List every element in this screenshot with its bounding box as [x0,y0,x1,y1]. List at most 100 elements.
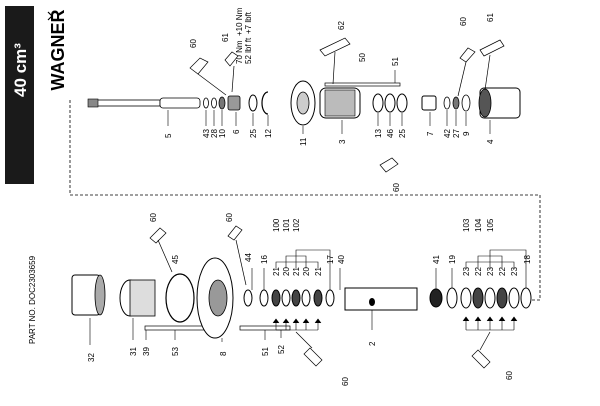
packing-stack-lower [446,287,532,309]
ring-9 [461,94,471,112]
callout-105: 105 [486,218,495,232]
assembly-connector-line [69,100,541,301]
circlip-12 [261,91,269,115]
callout-32: 32 [87,353,96,362]
piston-rod [87,97,201,109]
callout-39: 39 [142,347,151,356]
torque-imperial: 52 lbf ft [244,37,253,64]
callout-6: 6 [232,129,241,134]
callout-100: 100 [272,218,281,232]
ring-28 [211,97,217,109]
cylinder-3 [319,87,361,119]
callout-60-lower-right: 60 [505,371,514,380]
group-brackets [275,249,527,268]
torque-metric: 70 Nm [235,40,244,64]
housing-11 [290,80,316,126]
callout-61-top-left: 61 [221,33,230,42]
valve-housing-32 [71,274,106,316]
ring-44 [243,289,253,307]
callout-27: 27 [452,129,461,138]
bolt-51 [239,325,291,331]
packing-stack-upper [259,289,335,307]
callout-25b: 25 [398,129,407,138]
callout-46: 46 [386,129,395,138]
brush-icon [459,47,476,63]
brand-name: WAGNER [48,9,68,90]
callout-103: 103 [462,218,471,232]
seal-25 [248,94,258,112]
arrow-group-lower [272,316,518,331]
brush-icon [224,51,239,67]
ring-46 [384,93,396,113]
callout-40: 40 [337,255,346,264]
part-31 [119,279,156,317]
callout-19: 19 [448,255,457,264]
callout-52: 52 [277,345,286,354]
callout-28: 28 [210,129,219,138]
callout-60-lower-mid: 60 [225,213,234,222]
callout-60-lower-left: 60 [149,213,158,222]
cylinder-2 [344,287,418,311]
callout-21c: 21 [314,267,323,276]
callout-60-top-left: 60 [189,39,198,48]
callout-16: 16 [260,255,269,264]
nut-4 [478,87,521,119]
callout-17: 17 [326,255,335,264]
tube-icon [479,39,505,57]
callout-20b: 20 [302,267,311,276]
torque-note: 70 Nm +10 Nm 52 lbf ft +7 lbft [235,7,253,64]
callout-23a: 23 [462,267,471,276]
callout-102: 102 [292,218,301,232]
callout-21b: 21 [292,267,301,276]
callout-60-lower-bottom: 60 [341,377,350,386]
header-strip: 40 cm³ [5,6,34,184]
ring-45 [165,273,195,323]
callout-5: 5 [164,133,173,138]
ring-13 [372,93,384,113]
tube-icon [319,37,351,57]
callout-42: 42 [443,129,452,138]
callout-62: 62 [337,21,346,30]
callout-12: 12 [264,129,273,138]
callout-2: 2 [368,341,377,346]
wagner-logo: WAGNER [47,9,68,91]
callout-9: 9 [462,131,471,136]
callout-23c: 23 [510,267,519,276]
callout-50: 50 [358,53,367,62]
callout-45: 45 [171,255,180,264]
part-number: PART NO. DOC2303659 [28,255,37,344]
brush-icon [149,227,167,244]
callout-51-lower: 51 [261,347,270,356]
bolt-50 [324,82,401,87]
callout-22b: 22 [498,267,507,276]
callout-7: 7 [426,131,435,136]
callout-61-top-right: 61 [486,13,495,22]
upper-leaders [167,70,491,134]
callout-22a: 22 [474,267,483,276]
valve-6 [227,95,241,111]
brush-icon [379,157,399,173]
callout-44: 44 [244,253,253,262]
brush-icon [189,57,209,75]
callout-60-mid: 60 [392,183,401,192]
callout-53: 53 [171,347,180,356]
callout-8: 8 [219,351,228,356]
lower-assembly [71,257,532,339]
callout-21a: 21 [272,267,281,276]
part-7 [421,95,437,111]
ring-43 [203,97,209,109]
flange-8 [196,257,234,339]
callout-51: 51 [391,57,400,66]
ring-42 [443,96,451,110]
ring-27 [452,96,460,110]
volume-label: 40 cm³ [11,43,30,97]
callout-101: 101 [282,218,291,232]
callout-23b: 23 [486,267,495,276]
lower-leaders [89,268,527,345]
callout-10: 10 [218,129,227,138]
callout-60-top-right: 60 [459,17,468,26]
lower-callouts: 32 31 39 53 8 51 52 45 44 16 17 40 2 41 … [87,213,532,386]
callout-41: 41 [432,255,441,264]
callout-31: 31 [129,347,138,356]
